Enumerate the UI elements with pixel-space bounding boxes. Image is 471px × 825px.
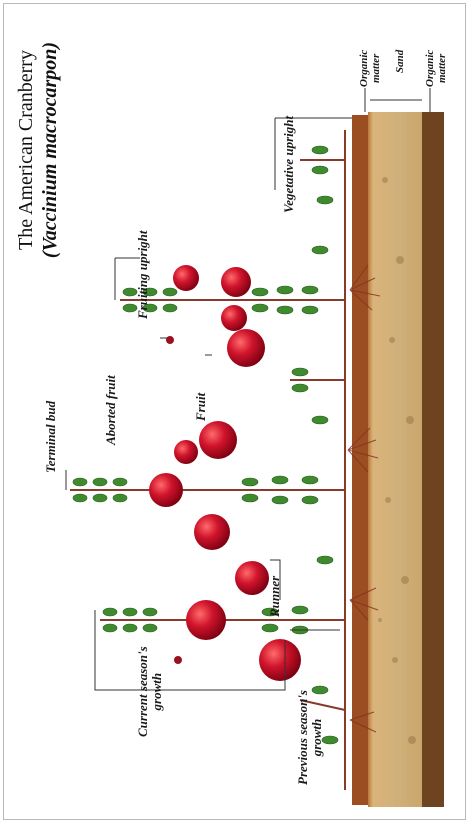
label-aborted-fruit: Aborted fruit: [104, 375, 118, 445]
title-latin: (Vaccinium macrocarpon): [38, 15, 62, 285]
label-runner: Runner: [268, 576, 282, 617]
label-sand: Sand: [394, 50, 406, 73]
label-vegetative-upright-1: Vegetative upright: [282, 116, 296, 213]
label-previous-season-growth: Previous season's growth: [296, 690, 324, 785]
label-fruit: Fruit: [194, 393, 208, 421]
label-organic-matter-top: Organic matter: [358, 50, 382, 87]
diagram-title: The American Cranberry (Vaccinium macroc…: [14, 15, 62, 285]
label-fruiting-upright: Fruiting upright: [136, 230, 150, 319]
label-terminal-bud: Terminal bud: [44, 401, 58, 473]
label-current-season-growth: Current season's growth: [136, 646, 164, 737]
label-organic-matter-bottom: Organic matter: [424, 50, 448, 87]
title-main: The American Cranberry: [15, 50, 37, 250]
